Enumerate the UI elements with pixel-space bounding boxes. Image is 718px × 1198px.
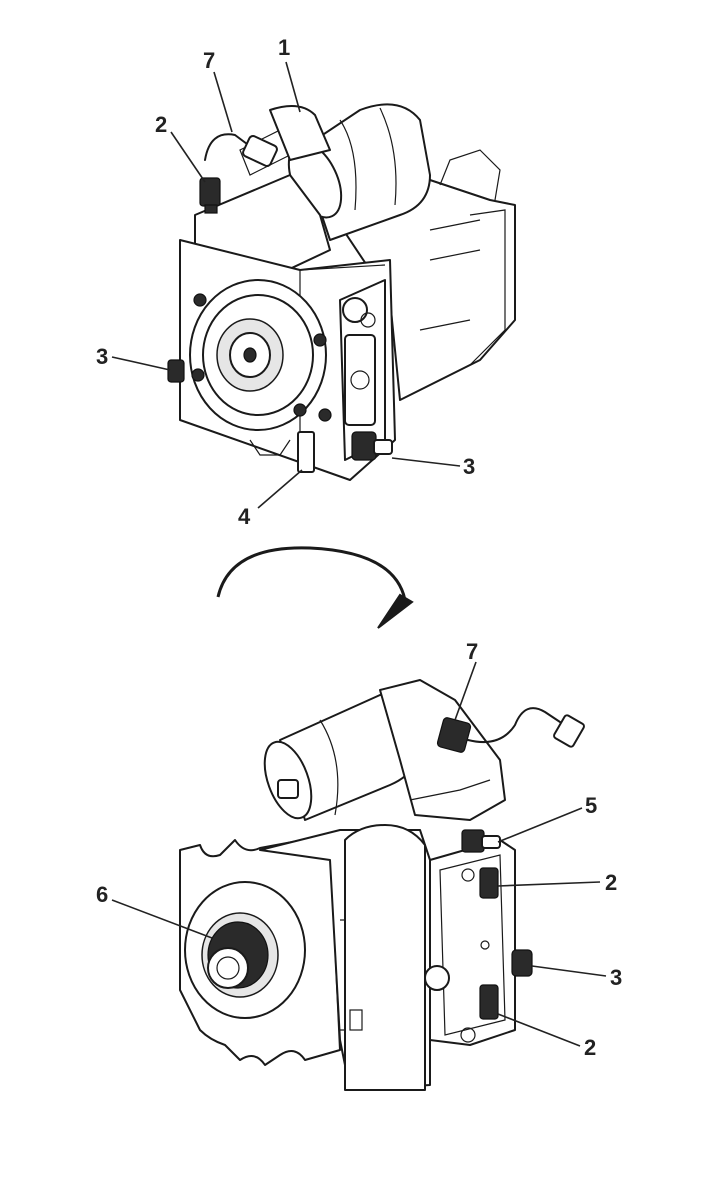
callout-b7: 7 [466,639,478,664]
bottom-pump-view: 7 5 2 6 3 2 [96,639,622,1091]
rotate-arrow-icon [216,546,414,629]
callout-4: 4 [238,504,251,529]
callout-b2-lower: 2 [584,1035,596,1060]
top-connector [199,133,278,214]
leader-t4 [257,469,303,509]
callout-3-right: 3 [463,454,475,479]
leader-b2b [497,1013,581,1047]
connector-2-upper [479,867,499,899]
callout-b6: 6 [96,882,108,907]
leader-b7 [454,661,477,721]
callout-3-left: 3 [96,344,108,369]
leader-b2a [497,881,601,887]
bottom-solenoid-cylinder [263,693,426,821]
leader-t3b [391,457,461,467]
callout-b2-upper: 2 [605,870,617,895]
front-flange [189,279,332,431]
leader-b5 [497,807,583,843]
top-pump-view: 1 7 2 3 3 4 [96,35,516,529]
port-5 [461,829,501,853]
callout-7: 7 [203,48,215,73]
top-plug-left [167,359,185,383]
leader-t1 [285,61,301,113]
callout-2: 2 [155,112,167,137]
callout-b3: 3 [610,965,622,990]
leader-t7 [213,71,233,133]
callout-b5: 5 [585,793,597,818]
leader-t3a [111,356,171,371]
connector-2-lower [479,984,499,1020]
top-plug-right [351,431,393,461]
leader-b3 [531,965,607,977]
bottom-connector-cable [436,707,585,753]
top-drain [249,431,315,473]
leader-b6 [111,899,213,939]
plug-3 [511,949,533,977]
leader-t2 [170,131,206,183]
shaft-housing [184,881,306,1019]
callout-1: 1 [278,35,290,60]
